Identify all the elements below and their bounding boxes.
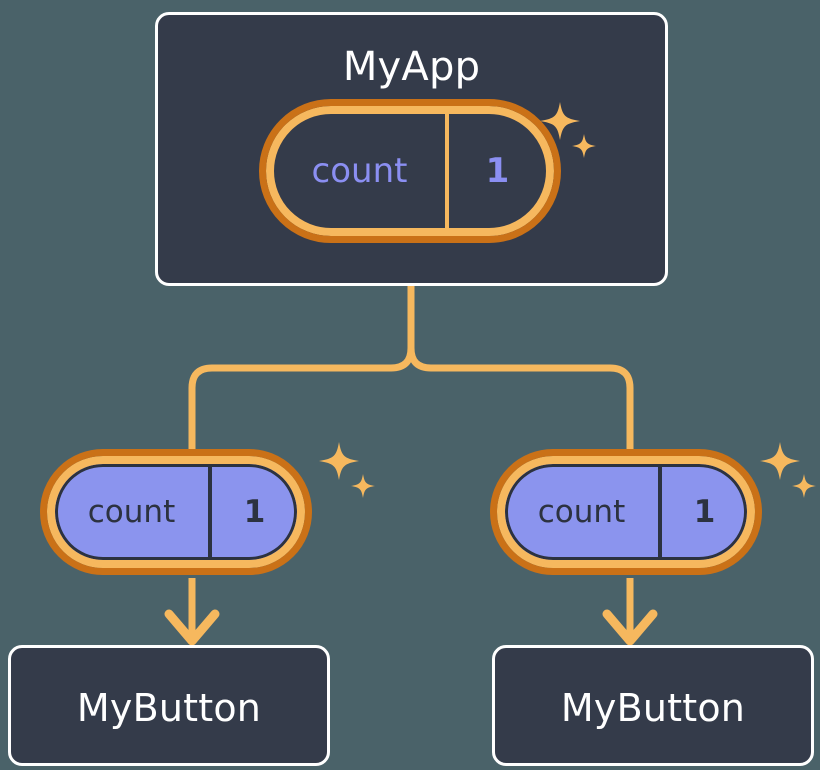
state-value-label: 1: [243, 494, 266, 530]
component-card-mybutton-right[interactable]: MyButton: [492, 645, 814, 766]
component-name-label: MyApp: [342, 44, 481, 90]
component-card-mybutton-left[interactable]: MyButton: [8, 645, 330, 766]
arrow-left-head: [164, 609, 220, 646]
state-key-label: count: [55, 464, 212, 560]
state-pill-child-left[interactable]: count 1: [40, 449, 312, 575]
state-value-label: 1: [485, 151, 510, 191]
sparkle-icon: [760, 442, 816, 498]
sparkle-icon: [319, 442, 375, 498]
state-pill-root[interactable]: count 1: [259, 99, 561, 243]
state-key-label: count: [274, 114, 449, 228]
arrow-right-head: [602, 609, 658, 646]
state-value-label: 1: [693, 494, 716, 530]
component-name-label: MyButton: [76, 686, 262, 730]
state-pill-child-right[interactable]: count 1: [490, 449, 762, 575]
component-name-label: MyButton: [560, 686, 746, 730]
connector-branch-right: [407, 282, 634, 454]
connector-trunk-and-branch: [188, 282, 415, 454]
state-key-label: count: [505, 464, 662, 560]
